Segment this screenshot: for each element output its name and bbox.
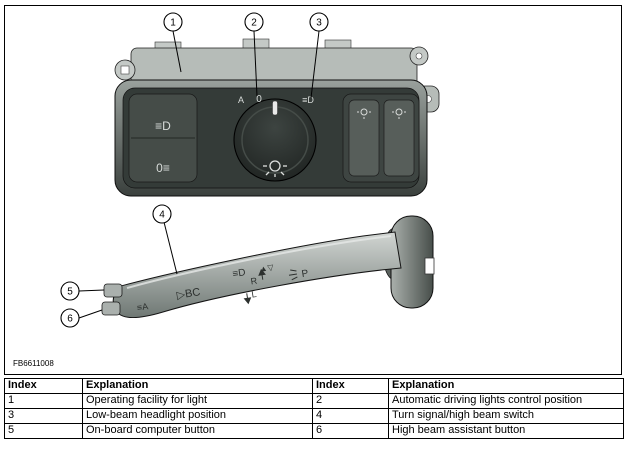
left-ear-slot (120, 65, 130, 75)
mount-notch (424, 257, 435, 275)
callout-6-number: 6 (67, 314, 73, 325)
right-ear-hole (415, 52, 423, 60)
right-turn-label: R (250, 276, 258, 287)
brightness-icon (392, 108, 406, 119)
table-row: 5 On-board computer button 6 High beam a… (4, 423, 624, 439)
col-header-index-2: Index (312, 378, 389, 394)
high-beam-flash-icon: ≡D (232, 267, 247, 280)
col-header-explanation-1: Explanation (82, 378, 313, 394)
parking-light-label: P (301, 268, 310, 280)
explanation-cell: Operating facility for light (82, 393, 313, 409)
parking-light-marking: P (288, 268, 310, 281)
explanation-cell: High beam assistant button (388, 423, 624, 439)
col-header-index-1: Index (4, 378, 83, 394)
brightness-icon (357, 108, 371, 119)
headlight-lamp-icon (263, 160, 287, 177)
light-rotary-knob (233, 98, 317, 182)
mounting-clip (242, 38, 270, 50)
index-cell: 2 (312, 393, 389, 409)
index-cell: 4 (312, 408, 389, 424)
left-turn-label: L (251, 289, 258, 300)
figure-diagram: ≡D 0≡ A 0 ≡D (13, 12, 440, 368)
dimmer-button-right (383, 99, 415, 177)
rear-fog-light-icon: 0≡ (156, 161, 170, 175)
callout-5-number: 5 (67, 287, 73, 298)
turn-signal-markings: R L (243, 268, 266, 305)
callout-4-number: 4 (159, 210, 165, 221)
lever-highlight (126, 235, 392, 289)
explanation-cell: Turn signal/high beam switch (388, 408, 624, 424)
flash-markings: ≡D ▲▽ (232, 263, 275, 280)
index-cell: 6 (312, 423, 389, 439)
index-cell: 5 (4, 423, 83, 439)
callout-6: 6 (60, 308, 103, 328)
dimmer-buttons (342, 93, 420, 183)
auto-position-marking: A (238, 95, 244, 105)
explanation-cell: Low-beam headlight position (82, 408, 313, 424)
beam-lines-icon (288, 269, 298, 281)
figure-id-label: FB6611008 (13, 359, 54, 368)
table-row: 3 Low-beam headlight position 4 Turn sig… (4, 408, 624, 424)
table-header-row: Index Explanation Index Explanation (4, 378, 624, 394)
callout-5: 5 (60, 281, 105, 301)
knob-pointer (272, 100, 278, 116)
explanation-cell: Automatic driving lights control positio… (388, 393, 624, 409)
headlight-control-panel: ≡D 0≡ A 0 ≡D (114, 38, 440, 197)
table-row: 1 Operating facility for light 2 Automat… (4, 393, 624, 409)
bc-label: ▷BC (176, 286, 201, 302)
fog-light-buttons: ≡D 0≡ (128, 93, 198, 183)
up-down-arrows-icon: ▲▽ (259, 263, 275, 274)
callout-3: 3 (309, 12, 329, 99)
low-beam-position-marking: ≡D (302, 95, 314, 105)
callout-4: 4 (152, 204, 178, 275)
index-cell: 3 (4, 408, 83, 424)
callout-1-number: 1 (170, 18, 176, 29)
bc-button (103, 283, 123, 298)
turn-arrows-icon (243, 268, 266, 305)
high-beam-assist-button (101, 301, 121, 316)
figure-frame: ≡D 0≡ A 0 ≡D (4, 5, 622, 375)
stalk-lever (112, 231, 402, 319)
zero-position-marking: 0 (256, 94, 262, 105)
callout-2: 2 (244, 12, 264, 97)
front-fog-light-icon: ≡D (155, 119, 171, 133)
explanation-cell: On-board computer button (82, 423, 313, 439)
high-beam-assist-icon: ≡A (136, 301, 149, 313)
index-cell: 1 (4, 393, 83, 409)
callouts: 1 2 3 4 5 (60, 12, 329, 328)
dimmer-button-left (348, 99, 380, 177)
knob-outer (233, 98, 317, 182)
turn-signal-stalk: ≡D ▲▽ ▷BC R L P ≡A (101, 215, 435, 319)
callout-2-number: 2 (251, 18, 257, 29)
callout-3-number: 3 (316, 18, 322, 29)
legend-table: Index Explanation Index Explanation 1 Op… (4, 378, 624, 439)
col-header-explanation-2: Explanation (388, 378, 624, 394)
callout-1: 1 (163, 12, 183, 73)
